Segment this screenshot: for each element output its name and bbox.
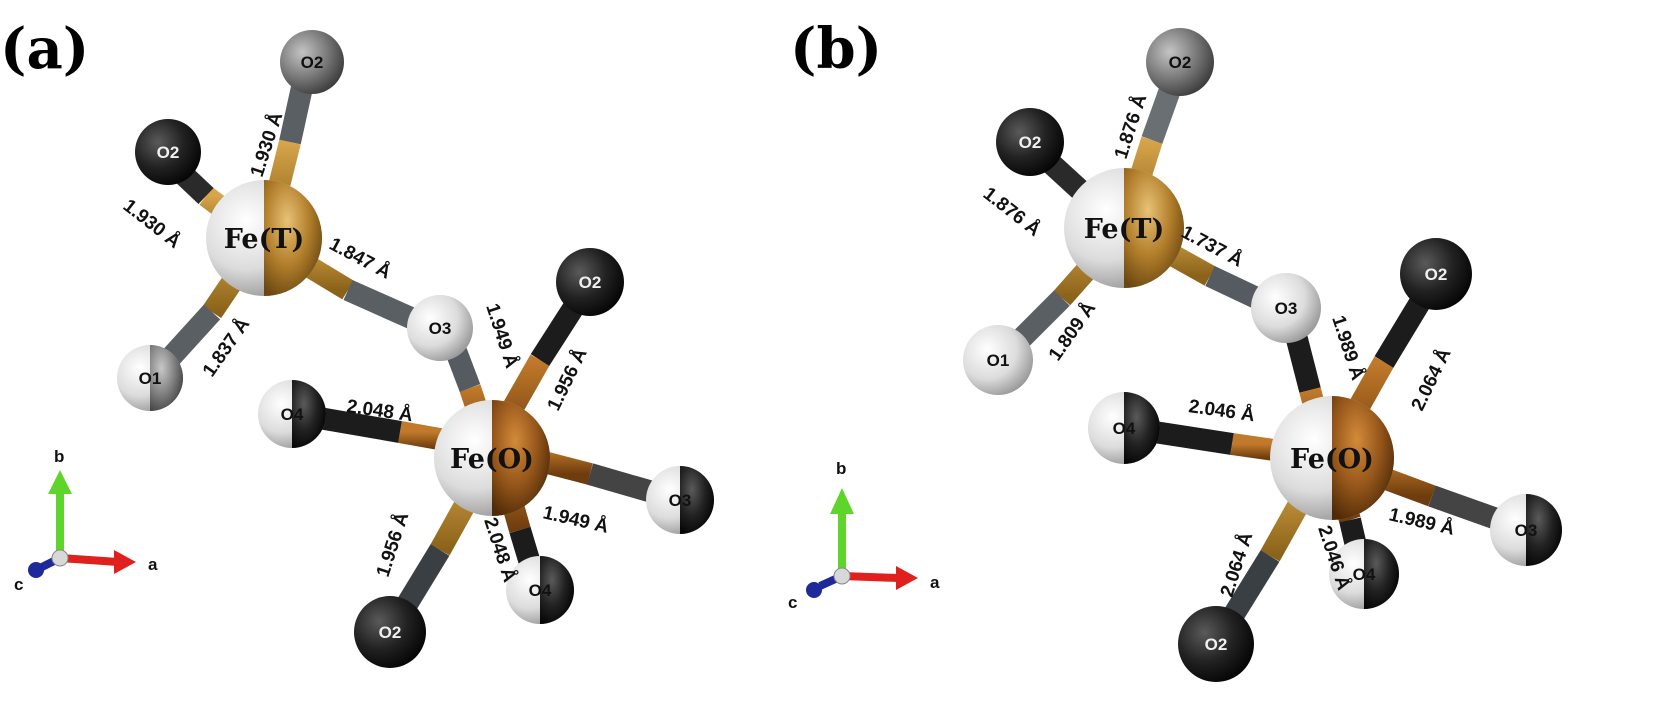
fe-t-label: Fe(T) [1084,214,1165,245]
bond-label-o-o3-bridge: 1.949 Å [481,301,522,371]
atom-o2-bottom: O2 [1178,606,1254,682]
panel-label: (b) [790,16,882,82]
atom-fe-t: Fe(T) [1064,168,1184,288]
bond-label-o-o3-right: 1.949 Å [541,502,611,537]
atom-o3-right: O3 [1490,494,1562,566]
axis-label-b: b [54,447,64,466]
bond-label-o-o2-bottom: 1.956 Å [373,510,414,580]
atom-label: O3 [1515,521,1538,540]
axis-label-c: c [788,593,797,612]
atom-o2-left: O2 [996,108,1064,176]
bond-label-o-o3-bridge: 1.989 Å [1327,313,1368,383]
axis-label-a: a [930,573,940,592]
bond-label-t-o2-left: 1.876 Å [979,183,1045,241]
atom-label: O2 [1019,133,1042,152]
atom-label: O2 [1425,265,1448,284]
atom-label: O4 [1113,419,1136,438]
fe-t-label: Fe(T) [224,224,305,255]
atom-label: O4 [281,405,304,424]
atom-label: O2 [579,273,602,292]
bond-label-t-o2-left: 1.930 Å [119,195,185,253]
c-axis-arrow [28,562,44,578]
atom-label: O3 [429,319,452,338]
atom-o3-bridge: O3 [1251,273,1321,343]
atom-o4-bottom: O4 [1329,539,1399,609]
atom-o4-bottom: O4 [506,556,574,624]
atom-label: O4 [529,581,552,600]
b-axis-arrow [48,470,72,494]
a-axis-arrow [114,550,136,574]
axes-indicator: b a c [788,459,940,612]
atom-o3-right: O3 [646,466,714,534]
atom-label: O2 [1205,635,1228,654]
a-axis-arrow [896,566,918,590]
atom-o2-right: O2 [1400,238,1472,310]
fe-o-label: Fe(O) [1290,444,1374,475]
atom-label: O3 [669,491,692,510]
atom-o2-top: O2 [280,30,344,94]
panel-a: (a) [0,16,714,668]
b-axis-arrow [830,488,854,514]
atom-label: O3 [1275,299,1298,318]
atom-fe-o: Fe(O) [434,400,550,516]
atom-o2-left: O2 [135,119,201,185]
atom-o2-top: O2 [1146,28,1214,96]
atom-label: O2 [1169,53,1192,72]
atom-label: O1 [139,369,162,388]
atom-o2-bottom: O2 [354,596,426,668]
bond-label-o-o4-left: 2.046 Å [1187,396,1256,426]
atom-fe-o: Fe(O) [1270,396,1394,520]
axis-label-b: b [836,459,846,478]
atom-label: O2 [379,623,402,642]
axes-indicator: b a c [14,447,158,594]
atom-label: O1 [987,351,1010,370]
atom-o4-left: O4 [258,380,326,448]
atom-o2-right: O2 [556,248,624,316]
atom-label: O2 [157,143,180,162]
atom-label: O4 [1353,565,1376,584]
atom-o4-left: O4 [1088,392,1160,464]
atom-o1: O1 [963,325,1033,395]
axis-label-a: a [148,555,158,574]
fe-o-label: Fe(O) [450,444,534,475]
axis-label-c: c [14,575,23,594]
atom-o3-bridge: O3 [407,295,473,361]
panel-label: (a) [0,16,89,82]
atom-label: O2 [301,53,324,72]
c-axis-arrow [806,582,822,598]
panel-b: (b) [788,16,1562,682]
bond-label-o-o2-right: 2.064 Å [1408,345,1456,414]
atom-fe-t: Fe(T) [206,180,322,296]
atom-o1: O1 [117,345,183,411]
